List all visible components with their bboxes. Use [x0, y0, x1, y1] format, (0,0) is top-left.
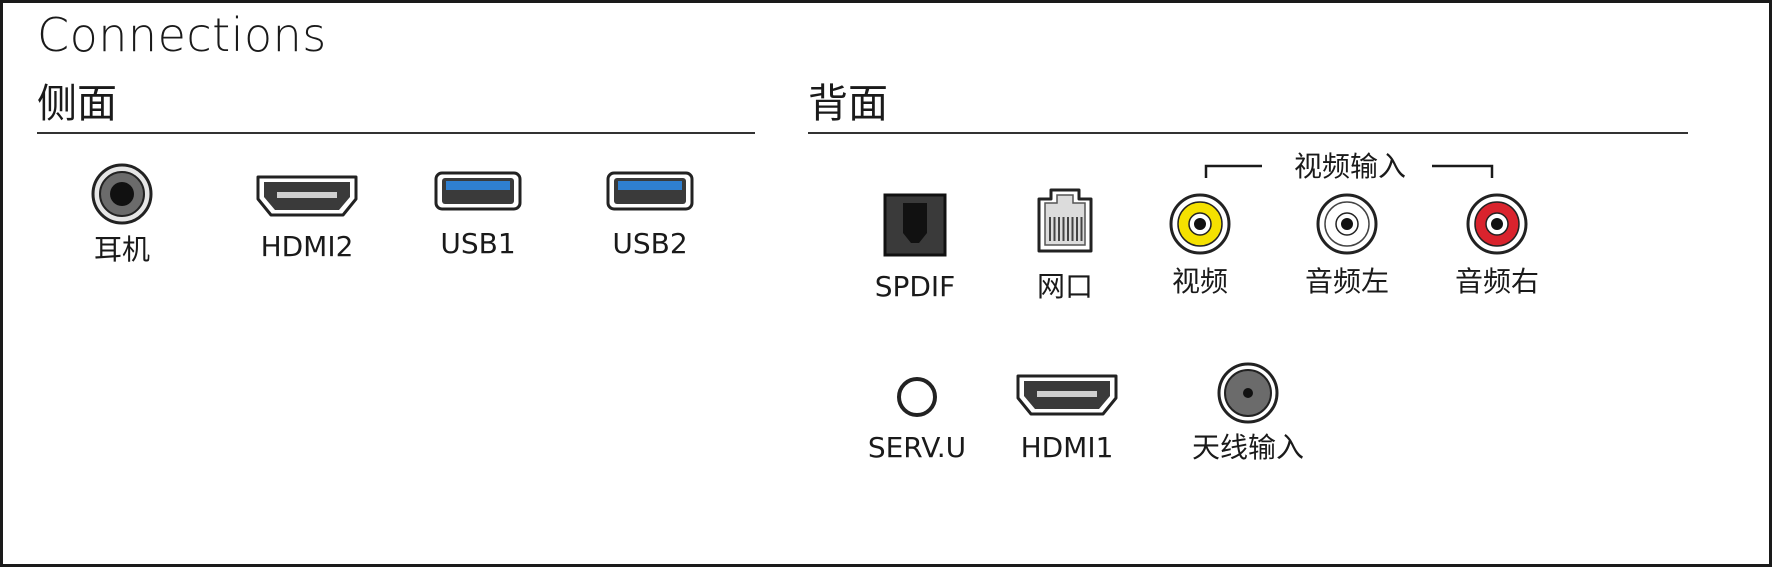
ethernet-port-icon: [1037, 188, 1093, 253]
back-heading: 背面: [808, 81, 888, 127]
port-label-antenna: 天线输入: [1191, 431, 1304, 464]
antenna-coax-icon: [1217, 362, 1279, 424]
page-title: Connections: [37, 8, 327, 62]
port-label-lan: 网口: [1036, 270, 1093, 303]
rca-yellow-icon: [1169, 193, 1231, 255]
headphone-jack-icon: [91, 163, 153, 225]
side-heading: 侧面: [37, 81, 117, 127]
optical-spdif-icon: [883, 193, 947, 257]
port-label-usb2: USB2: [612, 227, 688, 260]
hdmi-port-icon: [1016, 374, 1118, 416]
back-divider: [808, 132, 1688, 134]
port-label-hdmi2: HDMI2: [260, 230, 354, 263]
usb-port-icon: [606, 171, 694, 211]
hdmi-port-icon: [256, 175, 358, 217]
rca-white-icon: [1316, 193, 1378, 255]
usb-port-icon: [434, 171, 522, 211]
port-label-headphone: 耳机: [93, 233, 150, 266]
port-label-hdmi1: HDMI1: [1020, 431, 1114, 464]
port-label-spdif: SPDIF: [874, 270, 956, 303]
video-input-bracket: [1204, 164, 1494, 178]
port-label-video: 视频: [1171, 265, 1228, 298]
port-label-servu: SERV.U: [867, 431, 967, 464]
rca-red-icon: [1466, 193, 1528, 255]
side-divider: [37, 132, 755, 134]
video-input-group-label: 视频输入: [1293, 150, 1406, 183]
port-label-usb1: USB1: [440, 227, 516, 260]
service-port-icon: [897, 377, 937, 417]
port-label-audio-right: 音频右: [1454, 265, 1539, 298]
port-label-audio-left: 音频左: [1304, 265, 1389, 298]
